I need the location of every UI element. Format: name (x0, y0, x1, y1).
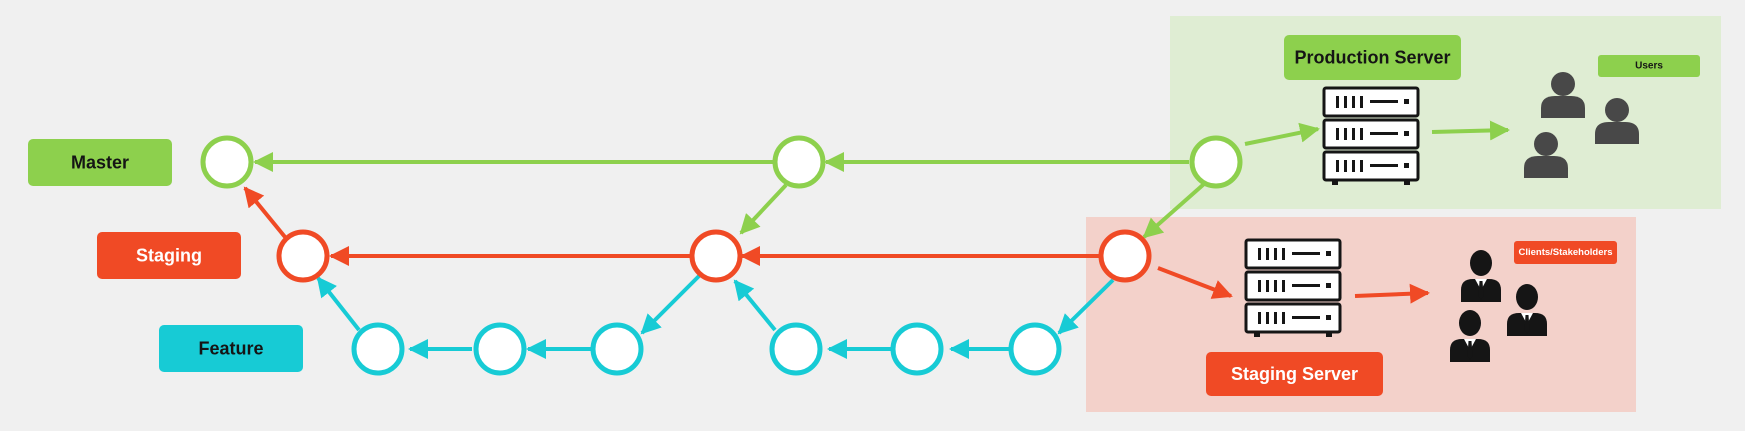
arrow-staging-to-master (243, 186, 287, 239)
commit-feature-4 (769, 322, 823, 376)
commit-master-3 (1189, 135, 1243, 189)
commit-feature-5 (890, 322, 944, 376)
commit-feature-2 (473, 322, 527, 376)
clients-stakeholders-label: Clients/Stakeholders (1514, 241, 1617, 264)
arrow-deploy-staging (1157, 266, 1233, 299)
production-server-label: Production Server (1284, 35, 1461, 80)
commit-master-2 (772, 135, 826, 189)
branch-label-feature: Feature (159, 325, 303, 372)
arrow-feature-to-staging (733, 279, 777, 332)
arrow-staging-to-clients (1354, 283, 1430, 304)
arrow-staging-to-feature-2 (640, 272, 703, 335)
arrow-master-to-staging-2 (739, 183, 788, 235)
branch-label-feature-text: Feature (198, 339, 263, 359)
commit-staging-3 (1098, 229, 1152, 283)
branch-label-staging-text: Staging (136, 246, 202, 266)
arrow-feature-to-staging-2 (316, 276, 361, 332)
arrow-deploy-production (1244, 122, 1320, 146)
commit-feature-6 (1008, 322, 1062, 376)
branch-label-master: Master (28, 139, 172, 186)
staging-server-label-text: Staging Server (1231, 364, 1358, 384)
commit-staging-2 (689, 229, 743, 283)
commit-feature-3 (590, 322, 644, 376)
staging-server-icon (1244, 238, 1342, 339)
branch-label-master-text: Master (71, 153, 129, 173)
commit-staging-1 (276, 229, 330, 283)
staging-server-label: Staging Server (1206, 352, 1383, 396)
clients-stakeholders-label-text: Clients/Stakeholders (1519, 247, 1613, 258)
users-label-text: Users (1635, 61, 1663, 72)
production-server-icon (1322, 86, 1420, 187)
commit-master-1 (200, 135, 254, 189)
commit-feature-1 (351, 322, 405, 376)
production-server-label-text: Production Server (1294, 48, 1450, 68)
arrow-production-to-users (1431, 120, 1510, 141)
arrow-staging-to-feature-1 (1057, 278, 1115, 335)
branch-label-staging: Staging (97, 232, 241, 279)
users-label: Users (1598, 55, 1700, 77)
arrow-master-to-staging-1 (1142, 182, 1206, 239)
